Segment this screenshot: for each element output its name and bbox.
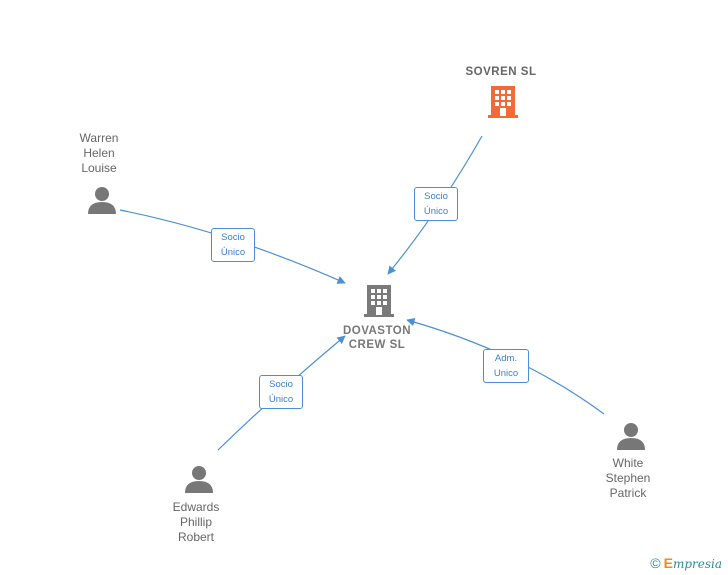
person-icon	[617, 423, 645, 450]
edge-label-edwards-dovaston: Socio Único	[259, 375, 303, 409]
edge-label-sovren-dovaston: Socio Único	[414, 187, 458, 221]
person-icon	[88, 187, 116, 214]
brand-logo: Empresia	[663, 555, 722, 571]
node-label-sovren[interactable]: SOVREN SL	[465, 66, 537, 78]
footer-brand[interactable]: © Empresia	[650, 555, 722, 571]
node-label-warren[interactable]: Warren Helen Louise	[79, 131, 119, 175]
building-icon	[364, 285, 394, 317]
building-icon	[488, 86, 518, 118]
person-icon	[185, 466, 213, 493]
edge-label-white-dovaston: Adm. Unico	[483, 349, 529, 383]
edge-label-warren-dovaston: Socio Único	[211, 228, 255, 262]
node-label-edwards[interactable]: Edwards Phillip Robert	[172, 500, 220, 544]
node-label-dovaston[interactable]: DOVASTON CREW SL	[342, 325, 412, 351]
node-label-white[interactable]: White Stephen Patrick	[605, 456, 651, 500]
copyright-icon: ©	[650, 555, 661, 571]
